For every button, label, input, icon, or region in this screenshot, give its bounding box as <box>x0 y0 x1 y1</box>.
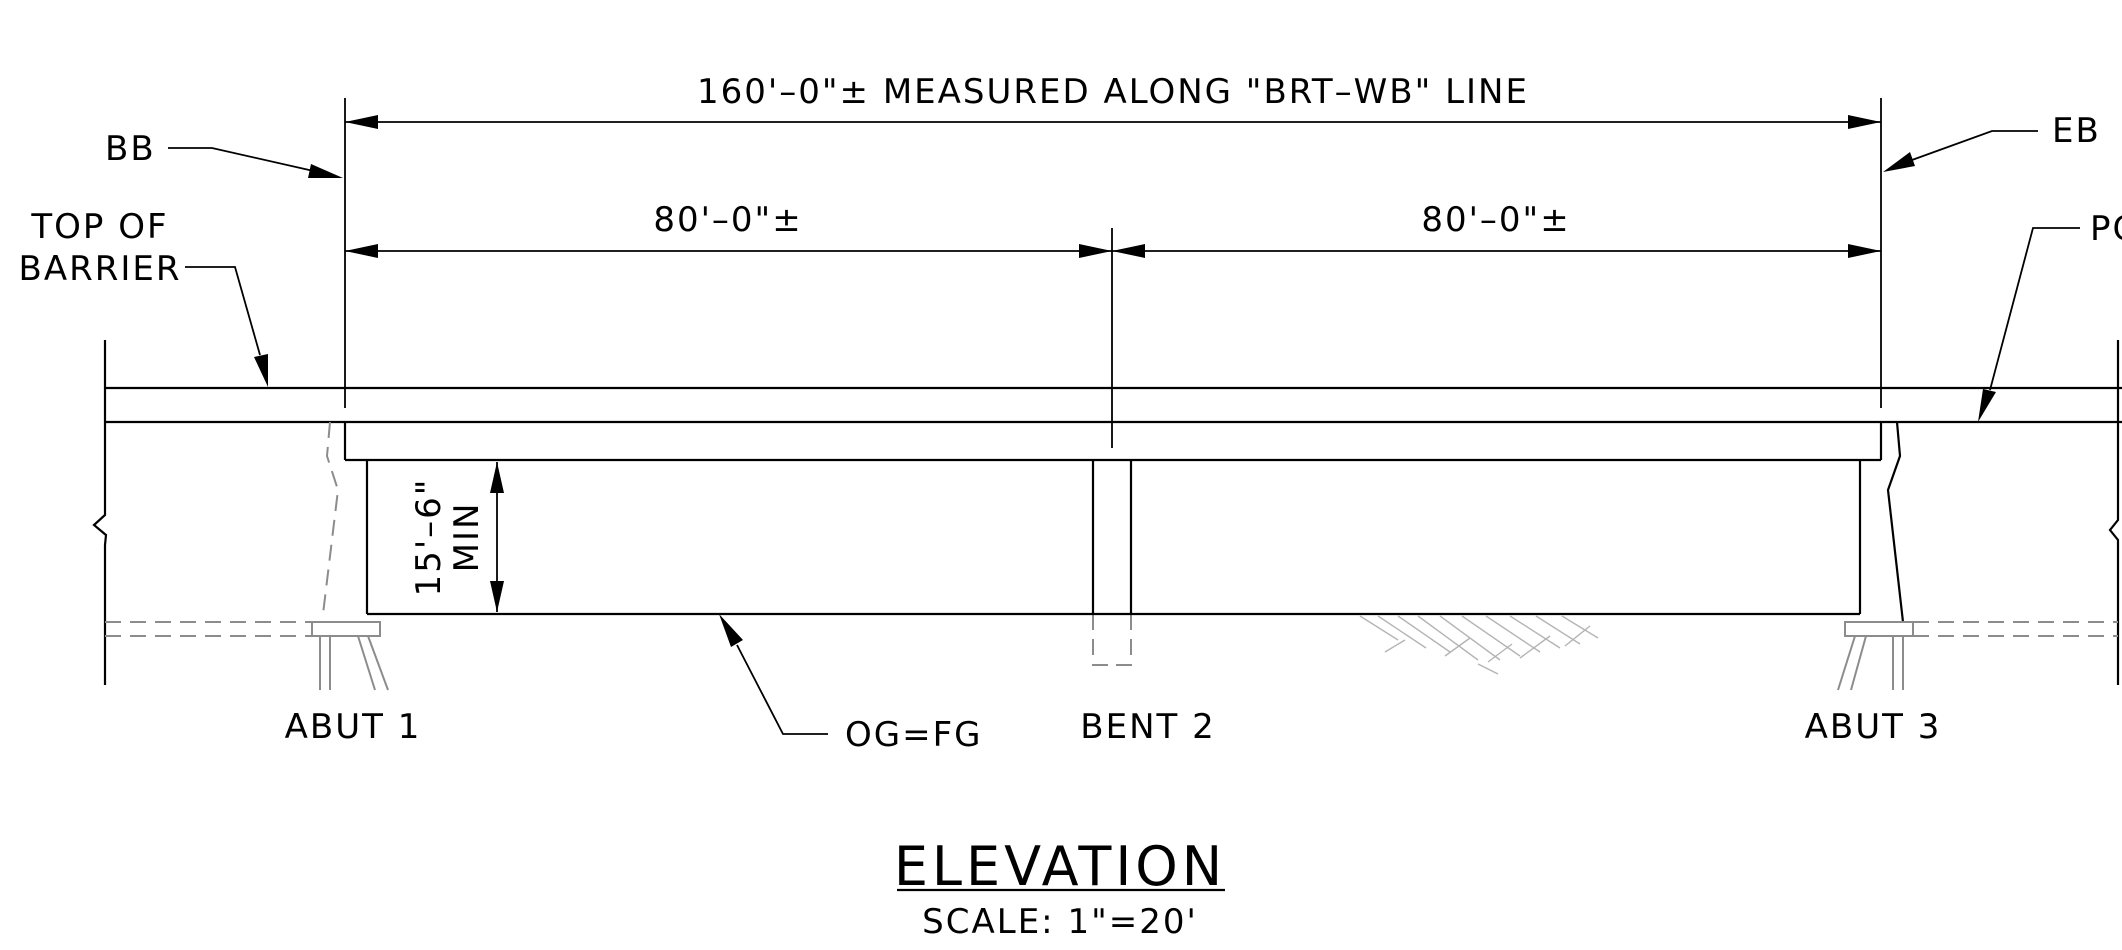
bent-2: BENT 2 <box>1080 460 1215 747</box>
clearance-label: 15'–6" <box>409 478 449 597</box>
bent-2-label: BENT 2 <box>1080 707 1215 747</box>
dimension-overall: 160'–0"± MEASURED ALONG "BRT–WB" LINE <box>344 72 1882 408</box>
bb-label: BB <box>105 129 156 169</box>
og-fg-label: OG=FG <box>845 715 983 755</box>
top-of-barrier-label-line2: BARRIER <box>19 249 182 289</box>
leader-pg: PG <box>1978 209 2122 422</box>
elevation-title: ELEVATION <box>894 835 1226 898</box>
ground-hatch <box>1359 615 1599 675</box>
bridge-deck <box>105 386 2122 462</box>
leader-top-of-barrier: TOP OF BARRIER <box>19 207 268 387</box>
top-of-barrier-label-line1: TOP OF <box>30 207 168 247</box>
overall-length-label: 160'–0"± MEASURED ALONG "BRT–WB" LINE <box>697 72 1529 112</box>
break-line-right <box>2108 340 2120 685</box>
scale-label: SCALE: 1"=20' <box>922 902 1198 942</box>
pg-label: PG <box>2090 209 2122 249</box>
leader-eb: EB <box>1883 111 2101 172</box>
span-left-label: 80'–0"± <box>653 200 802 240</box>
abutment-1: ABUT 1 <box>105 421 422 747</box>
drawing-title: ELEVATION SCALE: 1"=20' <box>894 835 1226 942</box>
eb-label: EB <box>2052 111 2101 151</box>
clearance-min-label: MIN <box>447 502 487 573</box>
abutment-3: ABUT 3 <box>1805 421 2118 747</box>
dimension-clearance: 15'–6" MIN <box>409 462 504 612</box>
abut-3-label: ABUT 3 <box>1805 707 1942 747</box>
abut-1-label: ABUT 1 <box>285 707 422 747</box>
span-right-label: 80'–0"± <box>1421 200 1570 240</box>
break-line-left <box>92 340 108 685</box>
leader-og-fg: OG=FG <box>719 614 983 755</box>
leader-bb: BB <box>105 129 343 178</box>
dimension-spans: 80'–0"± 80'–0"± <box>345 200 1881 448</box>
